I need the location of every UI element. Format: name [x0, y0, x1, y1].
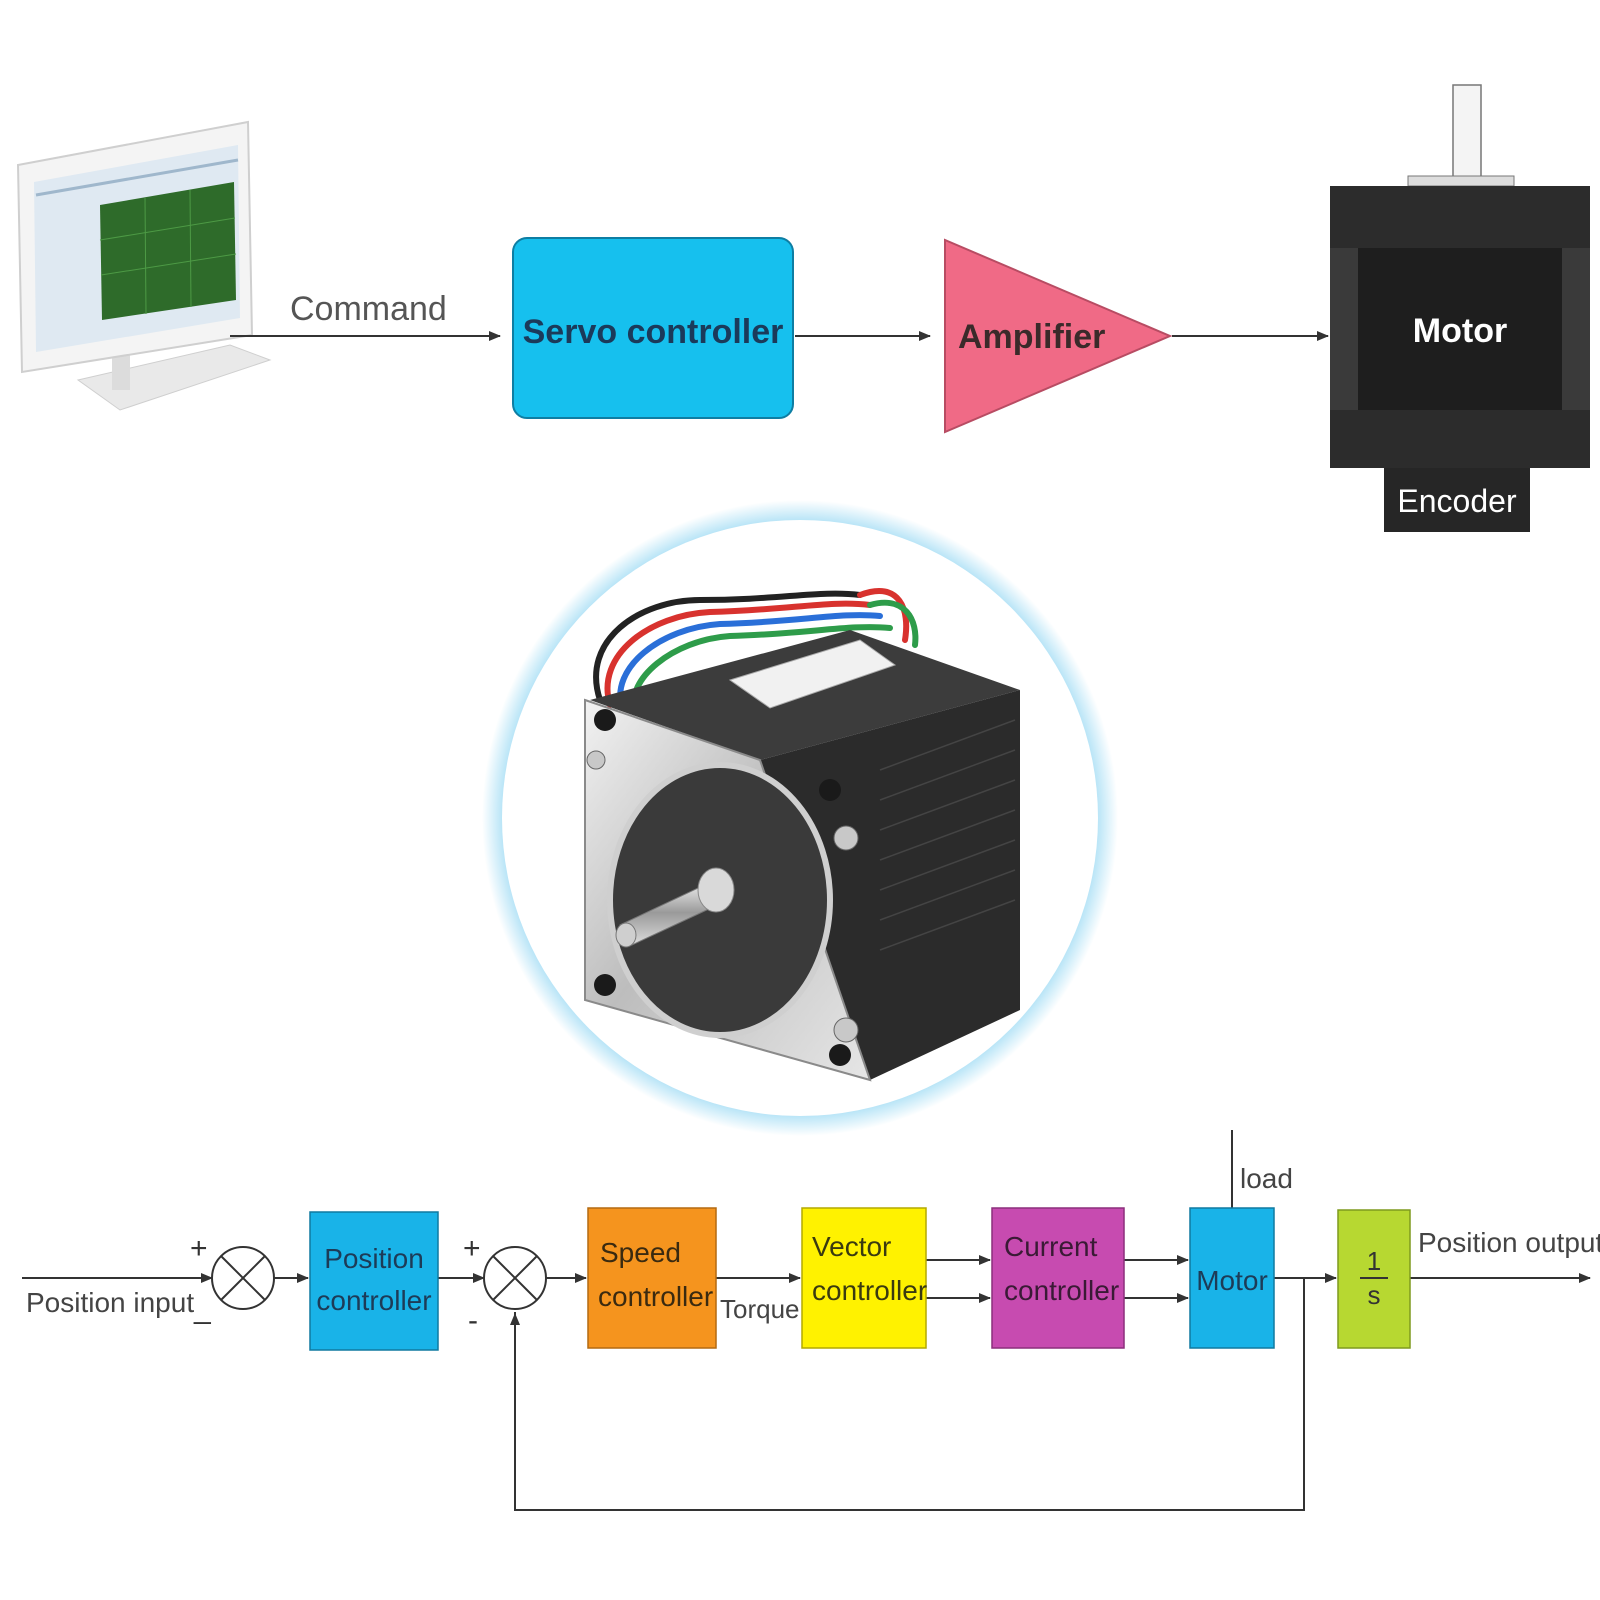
position-controller-box — [309, 1211, 439, 1351]
motor-box — [1189, 1207, 1275, 1349]
sum1-minus: _ — [193, 1292, 212, 1325]
motor-block — [1330, 84, 1590, 532]
summing-junction-icon — [211, 1246, 275, 1310]
computer-monitor-icon — [16, 120, 272, 411]
stepper-motor-photo — [482, 500, 1118, 1136]
motor-label: Motor — [1413, 312, 1507, 350]
current-controller-box — [991, 1207, 1125, 1349]
motor-box-label: Motor — [1196, 1265, 1268, 1296]
load-label: load — [1240, 1163, 1293, 1194]
sum2-minus: - — [468, 1304, 478, 1337]
vector-controller-label-1: Vector — [812, 1231, 891, 1262]
speed-controller-label-2: controller — [598, 1281, 713, 1312]
summing-junction-icon — [483, 1246, 547, 1310]
position-output-label: Position output — [1418, 1227, 1600, 1258]
control-loop-lines — [22, 1130, 1591, 1511]
amplifier-triangle — [944, 238, 1173, 434]
vector-controller-label-2: controller — [812, 1275, 927, 1306]
command-label: Command — [290, 290, 447, 328]
position-controller-label-2: controller — [316, 1285, 431, 1316]
sum2-plus: + — [463, 1232, 481, 1265]
amplifier-label: Amplifier — [958, 318, 1105, 356]
sum1-plus: + — [190, 1232, 208, 1265]
vector-controller-box — [801, 1207, 927, 1349]
servo-controller-box — [512, 237, 794, 419]
servo-controller-label: Servo controller — [523, 313, 784, 351]
torque-label: Torque — [720, 1294, 800, 1324]
current-controller-label-1: Current — [1004, 1231, 1098, 1262]
integrator-numerator: 1 — [1367, 1246, 1381, 1276]
speed-controller-box — [587, 1207, 717, 1349]
speed-controller-label-1: Speed — [600, 1237, 681, 1268]
position-input-label: Position input — [26, 1287, 194, 1318]
current-controller-label-2: controller — [1004, 1275, 1119, 1306]
integrator-denominator: s — [1368, 1280, 1381, 1310]
position-controller-label-1: Position — [324, 1243, 424, 1274]
encoder-label: Encoder — [1397, 483, 1517, 519]
